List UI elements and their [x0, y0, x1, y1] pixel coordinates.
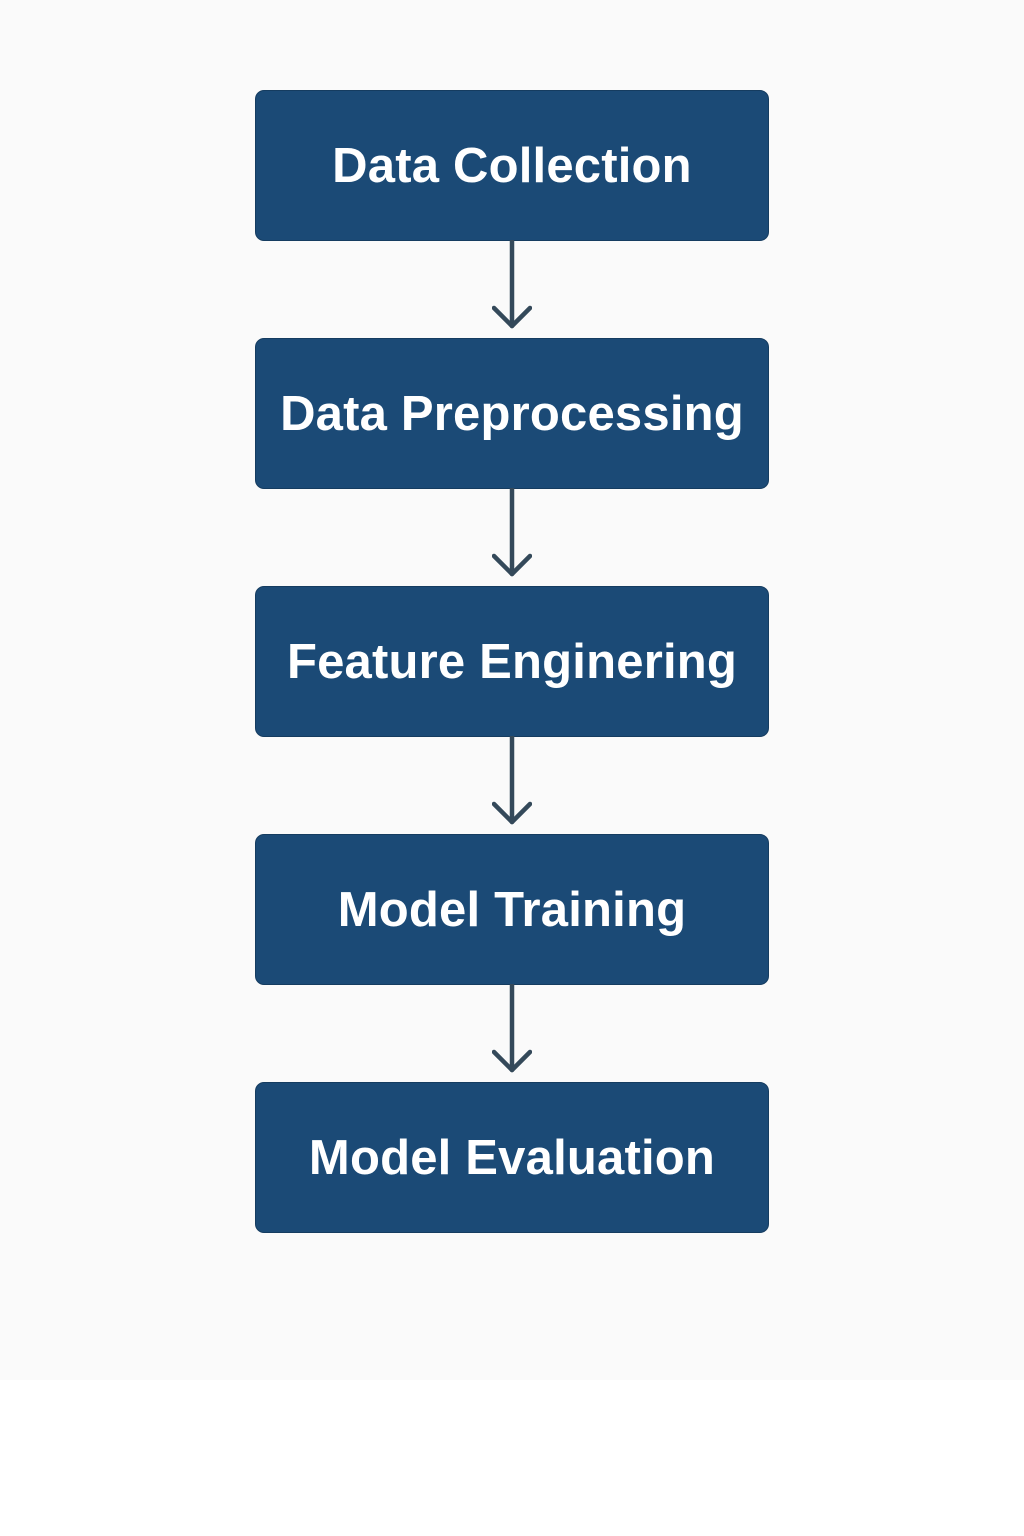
- step-model-evaluation: Model Evaluation: [255, 1082, 769, 1233]
- arrow-down-icon: [492, 984, 532, 1082]
- arrow-down-icon: [492, 488, 532, 586]
- diagram-canvas: Data Collection Data Preprocessing Featu…: [255, 90, 769, 1233]
- step-label: Model Training: [337, 882, 687, 937]
- step-data-preprocessing: Data Preprocessing: [255, 338, 769, 489]
- arrow-down-icon: [492, 240, 532, 338]
- step-data-collection: Data Collection: [255, 90, 769, 241]
- step-feature-engineering: Feature Enginering: [255, 586, 769, 737]
- step-label: Data Preprocessing: [280, 386, 744, 441]
- step-label: Model Evaluation: [308, 1130, 716, 1185]
- step-model-training: Model Training: [255, 834, 769, 985]
- step-label: Feature Enginering: [286, 634, 738, 689]
- arrow-down-icon: [492, 736, 532, 834]
- step-label: Data Collection: [332, 138, 692, 193]
